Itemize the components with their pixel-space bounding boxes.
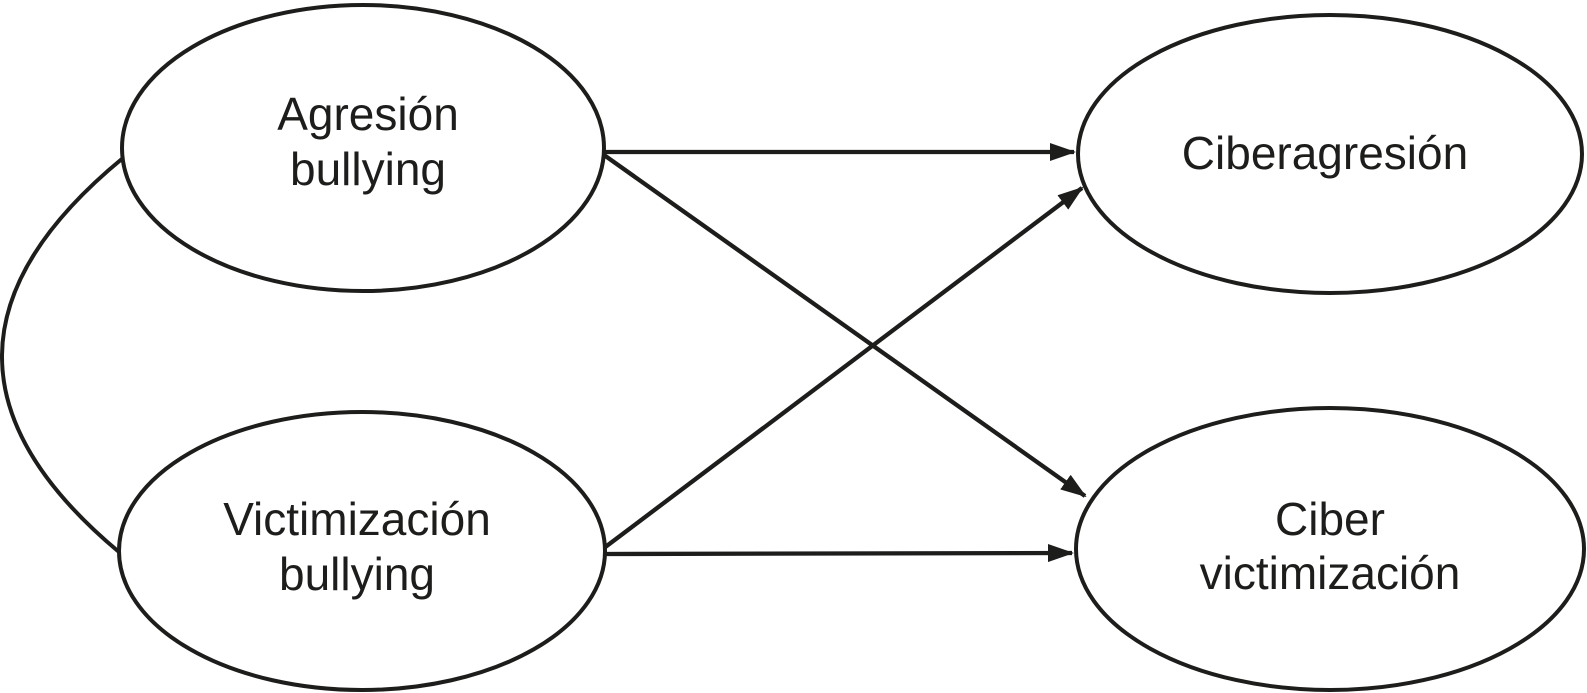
node-ciber-victimizacion-ellipse (1074, 406, 1586, 692)
node-agresion-bullying-label-line2: bullying (290, 143, 446, 195)
edge-covariance-agresion-victimizacion (0, 156, 125, 554)
edge-victimizacion-to-ciberagresion (602, 186, 1084, 550)
edge-victimizacion-to-cibervictimizacion (603, 544, 1074, 563)
node-agresion-bullying-ellipse (120, 3, 606, 293)
node-victimizacion-bullying-label-line2: bullying (279, 548, 435, 600)
node-ciber-victimizacion: Ciber victimización (1074, 406, 1586, 692)
node-ciberagresion-label-line1: Ciberagresión (1182, 127, 1468, 179)
edge-agresion-to-cibervictimizacion (602, 153, 1087, 498)
node-ciber-victimizacion-label-line2: victimización (1200, 547, 1461, 599)
node-ciber-victimizacion-label-line1: Ciber (1275, 493, 1385, 545)
node-ciberagresion-ellipse (1076, 13, 1584, 295)
node-agresion-bullying-label-line1: Agresión (277, 88, 459, 140)
node-victimizacion-bullying: Victimización bullying (117, 410, 607, 692)
node-victimizacion-bullying-label-line1: Victimización (223, 493, 491, 545)
node-ciberagresion: Ciberagresión (1076, 13, 1584, 295)
node-agresion-bullying: Agresión bullying (120, 3, 606, 293)
node-victimizacion-bullying-ellipse (117, 410, 607, 692)
